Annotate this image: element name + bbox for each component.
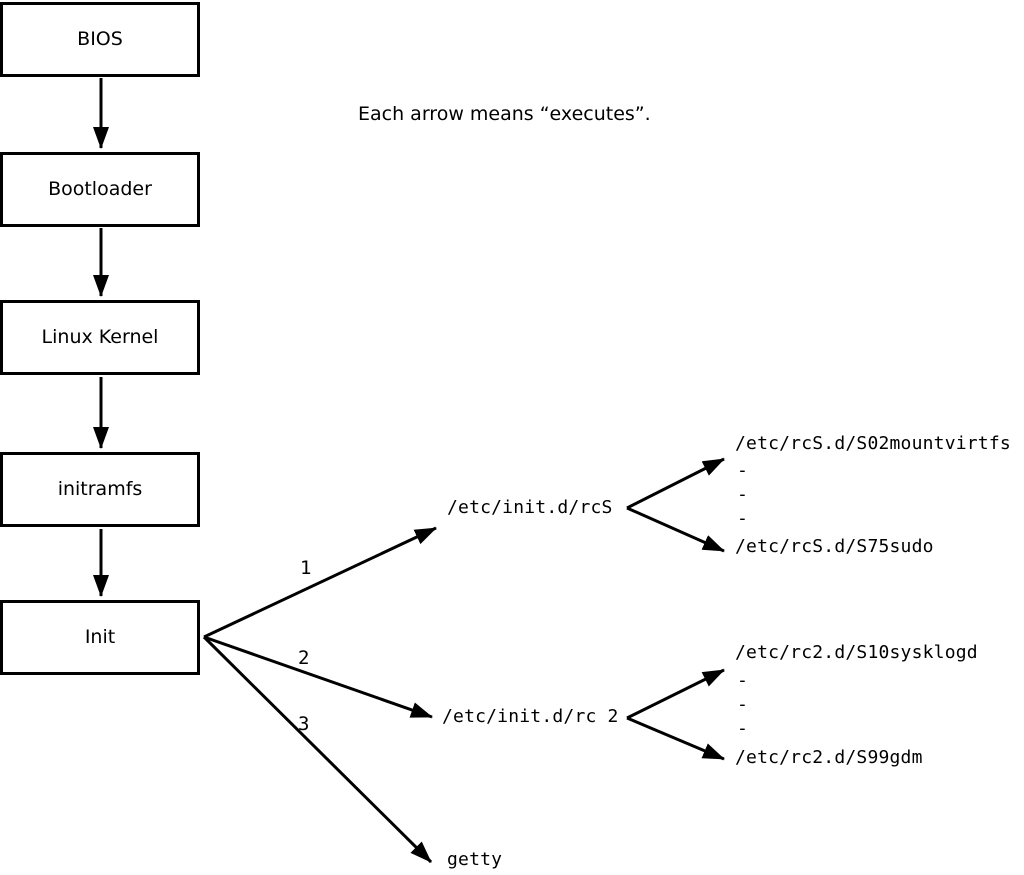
dash-placeholder: - — [737, 694, 749, 715]
arrow-init-rc2 — [203, 635, 433, 719]
branch-target-rc2: /etc/init.d/rc 2 — [442, 706, 619, 727]
branch-order-1: 1 — [300, 557, 312, 579]
dash-placeholder: - — [737, 460, 749, 481]
arrow-rcs-s02mountvirtfs — [626, 457, 725, 510]
arrow-rcs-s75sudo — [626, 506, 725, 553]
child-path-s75sudo: /etc/rcS.d/S75sudo — [735, 536, 934, 557]
arrow-init-getty — [202, 635, 433, 864]
box-linux-kernel: Linux Kernel — [0, 300, 200, 375]
dash-placeholder: - — [737, 718, 749, 739]
child-path-s02mountvirtfs: /etc/rcS.d/S02mountvirtfs — [735, 433, 1011, 454]
dash-placeholder: - — [737, 508, 749, 529]
branch-order-3: 3 — [298, 713, 310, 735]
box-initramfs: initramfs — [0, 452, 200, 527]
box-bios: BIOS — [0, 2, 200, 77]
branch-target-getty: getty — [447, 849, 503, 870]
note-arrow-meaning: Each arrow means “executes”. — [358, 103, 651, 125]
branch-order-2: 2 — [298, 647, 310, 669]
box-init: Init — [0, 600, 200, 675]
child-path-s99gdm: /etc/rc2.d/S99gdm — [735, 747, 923, 768]
dash-placeholder: - — [737, 670, 749, 691]
arrow-rc2-s99gdm — [626, 716, 725, 761]
child-path-s10sysklogd: /etc/rc2.d/S10sysklogd — [735, 642, 978, 663]
branch-target-rcs: /etc/init.d/rcS — [447, 497, 613, 518]
dash-placeholder: - — [737, 484, 749, 505]
arrow-rc2-s10sysklogd — [626, 668, 725, 720]
box-bootloader: Bootloader — [0, 152, 200, 227]
arrow-init-rcs — [203, 526, 437, 639]
